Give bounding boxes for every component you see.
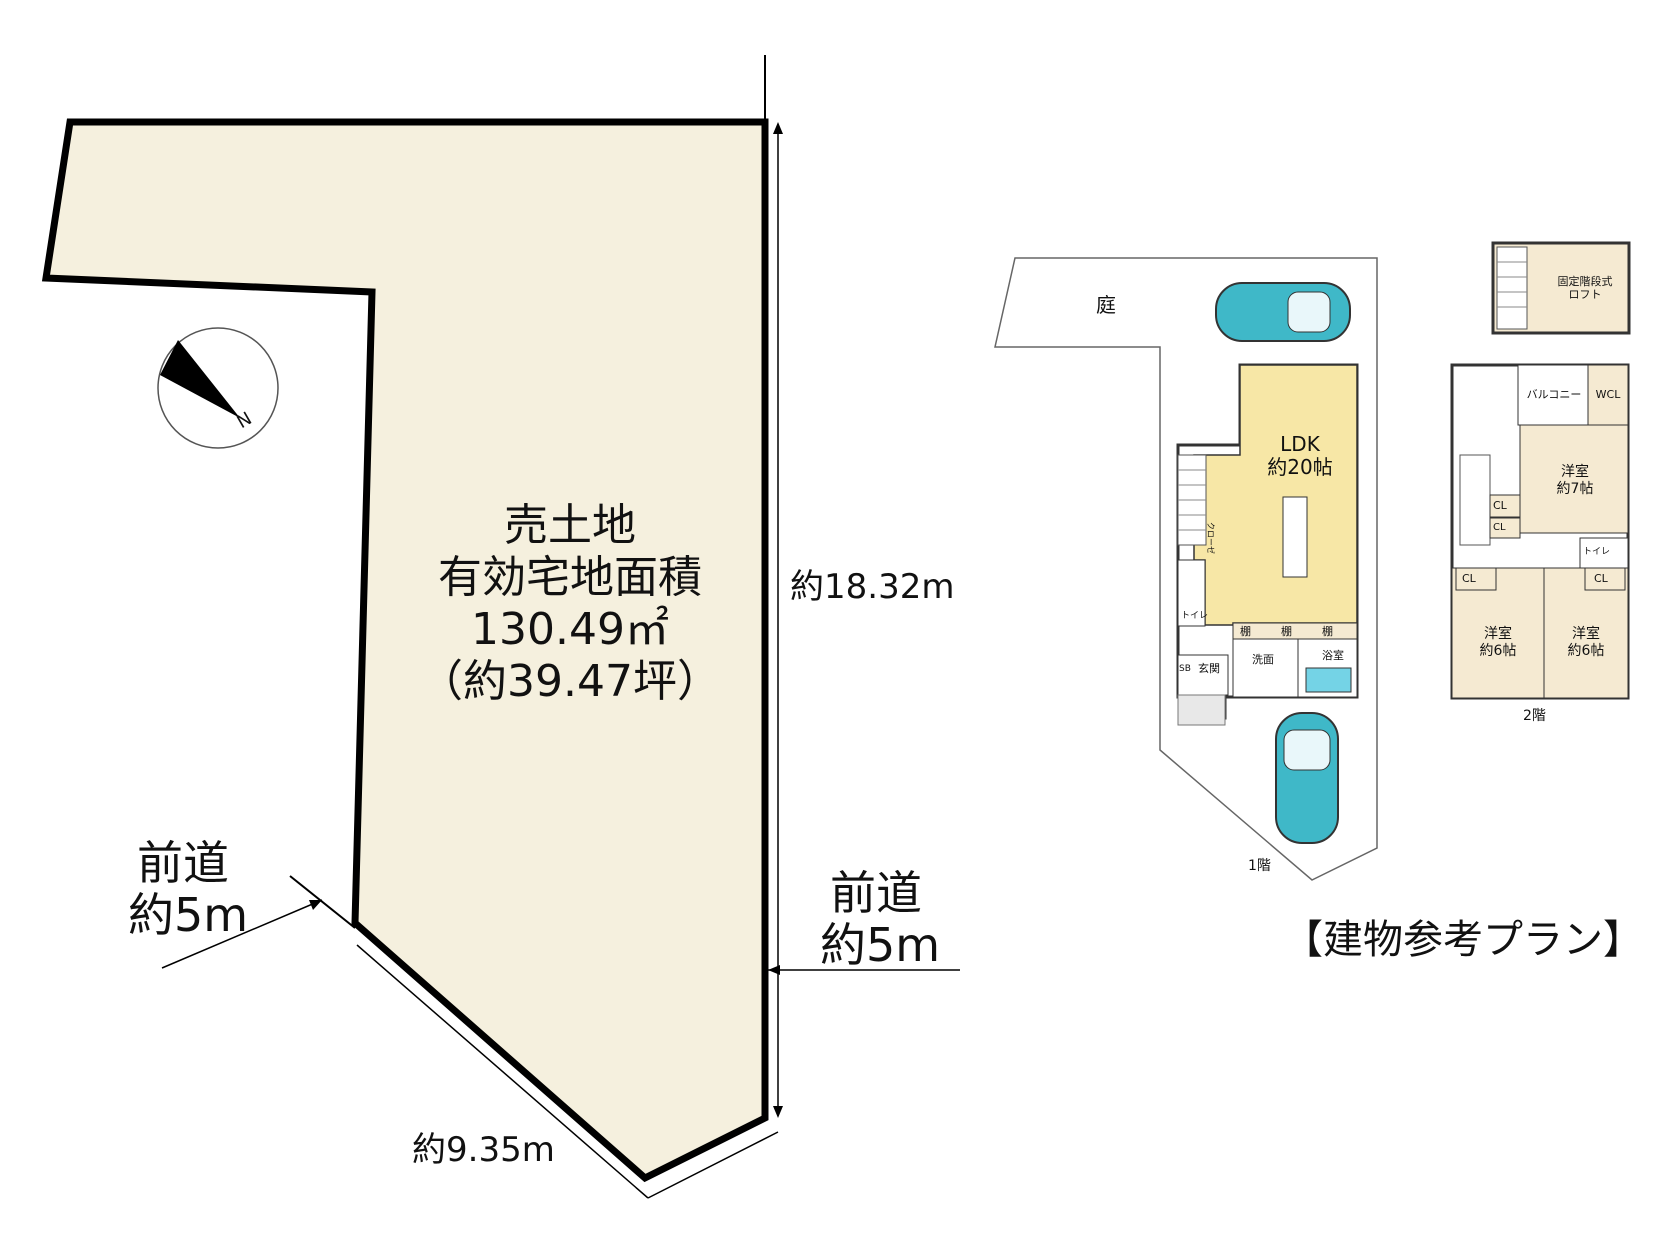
shelf-label-2: 棚 — [1281, 625, 1292, 638]
ldk-label-1: LDK — [1280, 432, 1320, 456]
entrance-porch — [1177, 694, 1226, 726]
dimension-right-label: 約18.32m — [790, 567, 955, 607]
cl-2 — [1489, 517, 1521, 539]
plan-caption: 【建物参考プラン】 — [1283, 917, 1643, 963]
dimension-bottom-label: 約9.35m — [412, 1130, 555, 1170]
lot-title: 売土地 — [504, 500, 636, 551]
shelf-label-1: 棚 — [1240, 625, 1251, 638]
closet-small-label: クローゼ — [1206, 522, 1215, 554]
entrance-label: 玄関 — [1198, 662, 1220, 675]
balcony — [1517, 364, 1589, 426]
washroom — [1232, 638, 1299, 698]
cl-1-label: CL — [1493, 499, 1507, 512]
room-a-label-1: 洋室 — [1561, 464, 1589, 480]
cl-4-label: CL — [1594, 572, 1608, 585]
lot-area-sqm: 130.49㎡ — [471, 604, 669, 655]
lot-info-block: 売土地 有効宅地面積 130.49㎡ （約39.47坪） — [340, 500, 800, 708]
bath-label: 浴室 — [1322, 649, 1344, 662]
road-left-label-1: 前道 — [137, 836, 229, 890]
road-right-arrowhead — [768, 965, 780, 975]
room-a — [1519, 424, 1629, 534]
compass-north-icon — [157, 327, 279, 449]
loft-label-1: 固定階段式 — [1557, 275, 1613, 288]
floor2-toilet — [1579, 537, 1629, 569]
dimension-line-bottom — [356, 944, 649, 1199]
room-b-label-1: 洋室 — [1484, 626, 1512, 642]
shelf-label-3: 棚 — [1322, 625, 1333, 638]
floor1-plan — [994, 257, 1378, 881]
road-right-label-1: 前道 — [830, 866, 922, 920]
road-left-line — [289, 875, 356, 929]
room-c-label-1: 洋室 — [1572, 626, 1600, 642]
shoebox-label: SB — [1179, 664, 1191, 674]
dimension-line-bottom-2 — [647, 1131, 779, 1199]
bathtub — [1305, 667, 1352, 693]
shelf-row — [1232, 622, 1358, 640]
entrance — [1177, 654, 1229, 696]
car-bottom-icon — [1275, 712, 1339, 844]
balcony-label: バルコニー — [1526, 388, 1582, 401]
wcl — [1587, 364, 1629, 426]
garden-label: 庭 — [1096, 293, 1116, 317]
cl-3 — [1455, 567, 1497, 591]
floor2-toilet-label: トイレ — [1583, 547, 1611, 557]
floor1-toilet — [1177, 559, 1206, 627]
cl-4 — [1584, 567, 1626, 591]
room-b-label-2: 約6帖 — [1479, 643, 1517, 659]
dimension-arrow-bottom — [773, 1106, 783, 1118]
road-left-arrowhead — [309, 900, 322, 910]
lot-area-label: 有効宅地面積 — [438, 552, 702, 603]
room-a-label-2: 約7帖 — [1556, 481, 1594, 497]
lot-boundary — [41, 118, 769, 1183]
road-left-label-2: 約5m — [128, 888, 249, 942]
ldk-label-2: 約20帖 — [1267, 455, 1333, 479]
cl-1 — [1489, 494, 1521, 518]
dimension-arrow-top — [773, 122, 783, 134]
lot-area-tsubo: （約39.47坪） — [419, 656, 721, 707]
wcl-label: WCL — [1595, 388, 1621, 401]
loft-label-2: ロフト — [1568, 288, 1602, 301]
cl-2-label: CL — [1493, 522, 1506, 533]
floor1-label: 1階 — [1248, 858, 1271, 874]
loft-plan — [1491, 241, 1631, 335]
washroom-label: 洗面 — [1252, 653, 1274, 666]
floor1-toilet-label: トイレ — [1181, 611, 1209, 621]
car-top-icon — [1215, 282, 1351, 342]
road-left-arrow — [161, 899, 323, 969]
floor2-label: 2階 — [1523, 708, 1546, 724]
floor2-stairs — [1459, 454, 1491, 546]
cl-3-label: CL — [1462, 572, 1476, 585]
kitchen-island — [1282, 496, 1308, 578]
floor2-plan — [1450, 363, 1630, 700]
road-right-label-2: 約5m — [820, 918, 941, 972]
room-c-label-2: 約6帖 — [1567, 643, 1605, 659]
